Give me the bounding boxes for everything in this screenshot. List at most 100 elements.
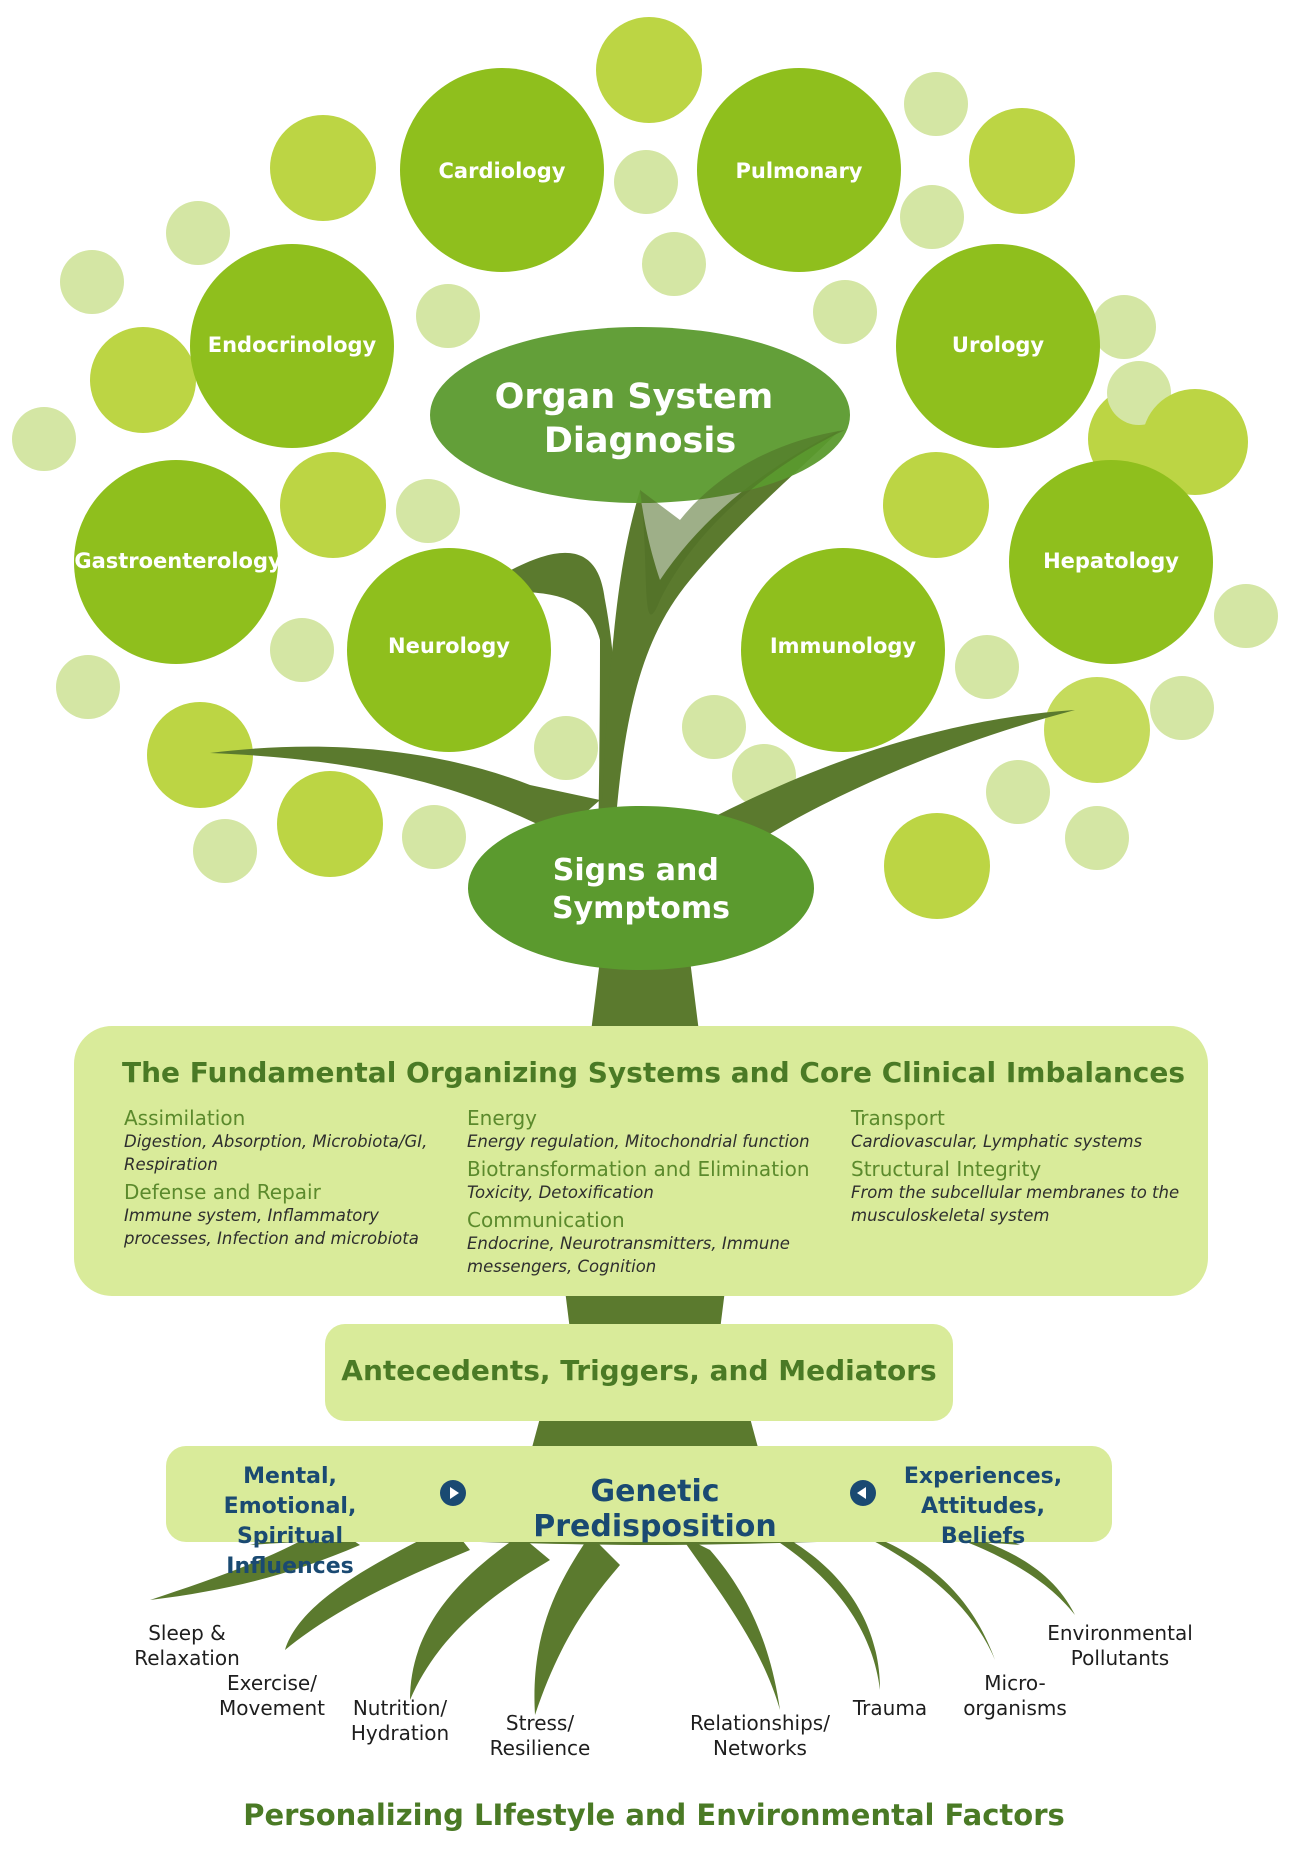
circle-gastroenterology xyxy=(74,460,278,664)
antecedents-label: Antecedents, Triggers, and Mediators xyxy=(341,1354,937,1387)
leaf-circle xyxy=(883,452,989,558)
leaf-circle xyxy=(642,232,706,296)
signs-line2: Symptoms xyxy=(552,891,730,926)
root-label-line: Relaxation xyxy=(134,1646,240,1670)
root-label-line: Micro- xyxy=(984,1671,1046,1695)
system-description: Cardiovascular, Lymphatic systems xyxy=(851,1132,1143,1151)
system-description: Immune system, Inflammatory processes, I… xyxy=(124,1206,419,1248)
system-description: Digestion, Absorption, Microbiota/GI, Re… xyxy=(124,1132,428,1174)
leaf-circle xyxy=(12,407,76,471)
circle-cardiology xyxy=(400,68,604,272)
leaf-circle xyxy=(1150,676,1214,740)
signs-line1: Signs and xyxy=(553,853,719,888)
root-label-environmental: Environmental Pollutants xyxy=(1030,1621,1210,1671)
circle-hepatology xyxy=(1009,460,1213,664)
svg-text:Signs and Symptoms: Signs and Symptoms xyxy=(552,853,730,926)
label-neurology: Neurology xyxy=(388,634,510,658)
footer-title: Personalizing LIfestyle and Environmenta… xyxy=(243,1798,1065,1832)
root-label-microorganisms: Micro- organisms xyxy=(930,1671,1100,1721)
svg-text:Organ System Diagnosis: Organ System Diagnosis xyxy=(495,377,786,461)
mental-emotional-label: Mental, Emotional, Spiritual Influences xyxy=(190,1462,390,1582)
label-immunology: Immunology xyxy=(770,634,917,658)
leaf-circle xyxy=(147,702,253,808)
label-pulmonary: Pulmonary xyxy=(735,159,862,183)
leaf-circle xyxy=(904,72,968,136)
antecedents-box: Antecedents, Triggers, and Mediators xyxy=(325,1324,953,1421)
fundamental-systems-title: The Fundamental Organizing Systems and C… xyxy=(122,1056,1186,1089)
root-label-line: Trauma xyxy=(852,1696,928,1720)
root-label-line: Networks xyxy=(713,1736,807,1760)
system-description: Endocrine, Neurotransmitters, Immune mes… xyxy=(467,1234,790,1276)
organ-system-title-line1: Organ System xyxy=(495,377,774,417)
circle-neurology xyxy=(347,548,551,752)
leaf-circle xyxy=(884,813,990,919)
leaf-circle xyxy=(60,250,124,314)
label-hepatology: Hepatology xyxy=(1043,549,1179,573)
system-description: From the subcellular membranes to the mu… xyxy=(851,1183,1180,1225)
system-name: Communication xyxy=(467,1208,625,1232)
experiences-line1: Experiences, xyxy=(903,1464,1063,1489)
label-endocrinology: Endocrinology xyxy=(208,333,377,357)
leaf-circle xyxy=(813,280,877,344)
leaf-circle xyxy=(416,284,480,348)
circle-urology xyxy=(896,244,1100,448)
root-label-line: Relationships/ xyxy=(690,1711,830,1735)
organ-system-ellipse xyxy=(430,327,850,503)
experiences-line2: Attitudes, Beliefs xyxy=(921,1494,1045,1549)
leaf-circle xyxy=(193,819,257,883)
root-label-line: organisms xyxy=(963,1696,1067,1720)
fundamental-column-2: Energy Energy regulation, Mitochondrial … xyxy=(467,1106,827,1282)
fundamental-column-3: Transport Cardiovascular, Lymphatic syst… xyxy=(851,1106,1181,1231)
experiences-label: Experiences, Attitudes, Beliefs xyxy=(878,1462,1088,1552)
root-label-line: Exercise/ xyxy=(227,1671,317,1695)
root-label-sleep: Sleep & Relaxation xyxy=(102,1621,272,1671)
circle-immunology xyxy=(741,548,945,752)
leaf-circle xyxy=(280,452,386,558)
system-name: Transport xyxy=(851,1106,945,1130)
fundamental-column-1: Assimilation Digestion, Absorption, Micr… xyxy=(124,1106,444,1254)
leaf-circle xyxy=(270,618,334,682)
leaf-circle xyxy=(969,108,1075,214)
leaf-circle xyxy=(90,327,196,433)
leaf-circle xyxy=(1142,389,1248,495)
play-left-icon xyxy=(850,1480,876,1506)
system-name: Energy xyxy=(467,1106,538,1130)
label-urology: Urology xyxy=(952,333,1044,357)
system-name: Defense and Repair xyxy=(124,1180,321,1204)
leaf-circle xyxy=(596,17,702,123)
leaf-circle xyxy=(396,479,460,543)
root-label-line: Resilience xyxy=(489,1736,591,1760)
mental-emotional-line1: Mental, Emotional, xyxy=(223,1464,357,1519)
leaf-circle xyxy=(166,201,230,265)
leaf-circle xyxy=(56,655,120,719)
root-label-exercise: Exercise/ Movement xyxy=(187,1671,357,1721)
leaf-circle xyxy=(986,760,1050,824)
root-label-nutrition: Nutrition/ Hydration xyxy=(315,1696,485,1746)
leaf-circle xyxy=(1044,677,1150,783)
fundamental-systems-box: The Fundamental Organizing Systems and C… xyxy=(74,1026,1208,1296)
label-gastroenterology: Gastroenterology xyxy=(74,549,282,573)
root-label-line: Hydration xyxy=(350,1721,450,1745)
system-name: Structural Integrity xyxy=(851,1157,1042,1181)
leaf-circle xyxy=(277,771,383,877)
mental-emotional-line2: Spiritual Influences xyxy=(226,1524,354,1579)
leaf-circle xyxy=(955,635,1019,699)
leaf-circle xyxy=(402,805,466,869)
system-name: Biotransformation and Elimination xyxy=(467,1157,810,1181)
circle-pulmonary xyxy=(697,68,901,272)
leaf-circle xyxy=(1092,295,1156,359)
root-label-line: Stress/ xyxy=(505,1711,575,1735)
root-label-trauma: Trauma xyxy=(805,1696,975,1721)
circle-endocrinology xyxy=(190,244,394,448)
root-label-line: Sleep & xyxy=(148,1621,226,1645)
root-label-line: Nutrition/ xyxy=(352,1696,448,1720)
organ-system-title-line2: Diagnosis xyxy=(544,421,736,461)
specialty-circles: Cardiology Pulmonary Endocrinology Urolo… xyxy=(74,68,1213,752)
leaf-circle xyxy=(682,695,746,759)
root-label-stress: Stress/ Resilience xyxy=(455,1711,625,1761)
root-label-line: Environmental xyxy=(1047,1621,1193,1645)
genetic-predisposition-label: Genetic Predisposition xyxy=(533,1474,777,1544)
leaf-circle xyxy=(1065,806,1129,870)
leaf-circle xyxy=(1214,584,1278,648)
